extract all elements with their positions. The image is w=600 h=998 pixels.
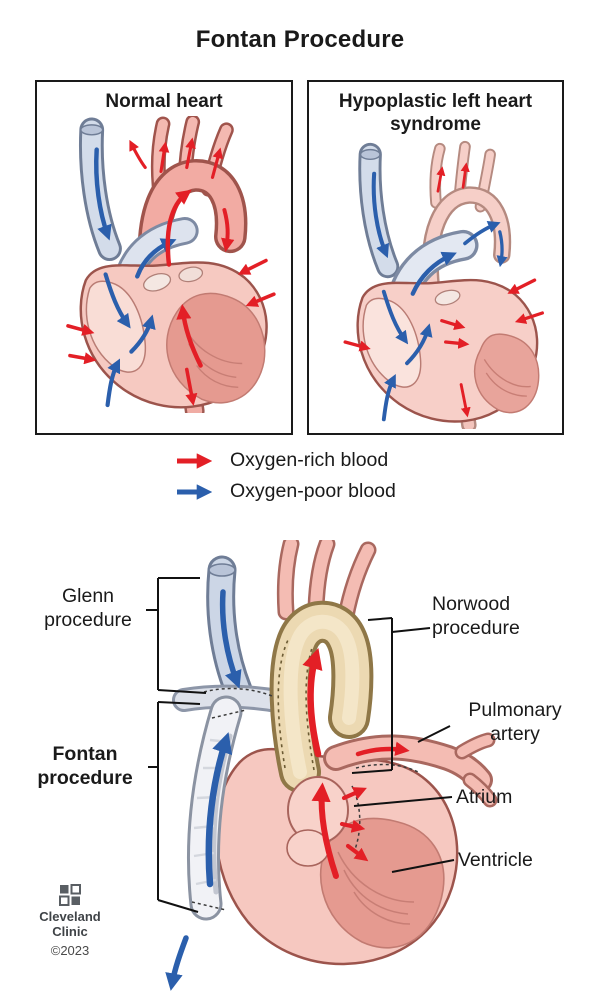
blood-flow-arrows bbox=[342, 162, 544, 421]
legend: Oxygen-rich blood Oxygen-poor blood bbox=[0, 449, 600, 503]
ventricle-label: Ventricle bbox=[458, 849, 533, 871]
brand-name-line2: Clinic bbox=[52, 924, 88, 940]
cleveland-clinic-logo bbox=[59, 884, 81, 906]
atrium-label: Atrium bbox=[456, 786, 513, 808]
pulmonary-artery-label: Pulmonary artery bbox=[468, 699, 562, 746]
fontan-heart-section: Glenn procedure Fontan procedure Norwood… bbox=[0, 540, 600, 998]
norwood-neo-aorta bbox=[269, 600, 374, 793]
hlhs-heart-illustration bbox=[342, 140, 544, 429]
callout-lines bbox=[146, 577, 455, 913]
copyright-year: ©2023 bbox=[50, 942, 90, 958]
glenn-procedure-label: Glenn procedure bbox=[44, 585, 132, 632]
oxygen-rich-label: Oxygen-rich blood bbox=[230, 449, 389, 471]
blood-flow-arrows bbox=[165, 589, 410, 991]
legend-row-oxygen-rich: Oxygen-rich blood bbox=[174, 449, 426, 472]
oxygen-poor-arrow-icon bbox=[177, 483, 213, 500]
oxygen-rich-arrow-icon bbox=[177, 452, 213, 469]
normal-heart-title: Normal heart bbox=[105, 91, 223, 112]
heart-body bbox=[215, 747, 459, 966]
normal-heart-illustration bbox=[66, 115, 276, 413]
hlhs-title: Hypoplastic left heart syndrome bbox=[338, 91, 533, 135]
page-title: Fontan Procedure bbox=[195, 26, 405, 53]
normal-heart-panel: Normal heart bbox=[35, 80, 293, 435]
hlhs-panel: Hypoplastic left heart syndrome bbox=[307, 80, 564, 435]
fontan-heart-illustration bbox=[146, 540, 498, 991]
footer: Cleveland Clinic ©2023 bbox=[28, 884, 112, 958]
heart-body bbox=[79, 261, 268, 409]
brand-name-line1: Cleveland bbox=[39, 909, 101, 924]
fontan-procedure-label: Fontan procedure bbox=[37, 743, 133, 790]
blood-flow-arrows bbox=[66, 137, 276, 407]
oxygen-poor-label: Oxygen-poor blood bbox=[230, 480, 396, 502]
norwood-procedure-label: Norwood procedure bbox=[432, 593, 520, 640]
legend-row-oxygen-poor: Oxygen-poor blood bbox=[174, 480, 426, 503]
